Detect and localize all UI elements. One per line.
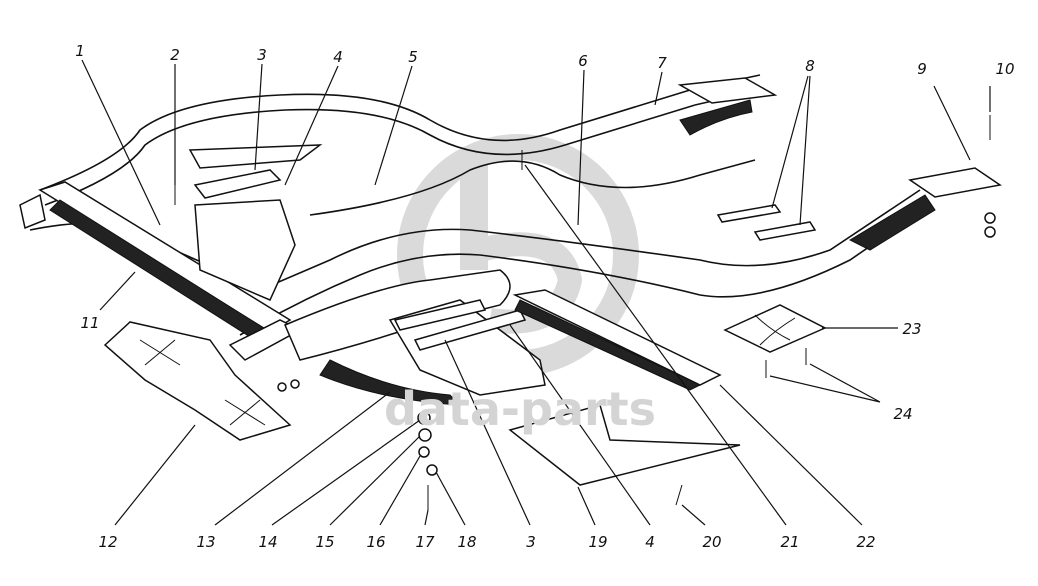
callout-24: 24 — [893, 405, 912, 423]
frame-assembly — [19, 74, 1002, 510]
leader-lines — [81, 59, 991, 526]
callout-12: 12 — [98, 533, 117, 551]
callout-5: 5 — [408, 48, 418, 66]
callout-2: 2 — [170, 46, 180, 64]
callout-14: 14 — [258, 533, 277, 551]
callout-9: 9 — [917, 60, 927, 78]
callout-11: 11 — [80, 314, 99, 332]
watermark-text: data-parts — [384, 382, 656, 436]
callout-4-lower: 4 — [645, 533, 655, 551]
callout-10: 10 — [995, 60, 1014, 78]
callout-3: 3 — [257, 46, 267, 64]
callout-4: 4 — [333, 48, 343, 66]
callout-8: 8 — [805, 57, 815, 75]
callout-6: 6 — [578, 52, 588, 70]
callout-17: 17 — [415, 533, 435, 551]
callout-23: 23 — [902, 320, 921, 338]
callout-15: 15 — [315, 533, 334, 551]
callout-1: 1 — [75, 42, 85, 60]
callout-labels: 1 2 3 4 5 6 7 8 9 10 11 12 13 14 15 16 1… — [75, 42, 1014, 551]
callout-22: 22 — [856, 533, 875, 551]
callout-13: 13 — [196, 533, 215, 551]
callout-19: 19 — [588, 533, 607, 551]
callout-18: 18 — [457, 533, 476, 551]
callout-21: 21 — [780, 533, 799, 551]
callout-20: 20 — [702, 533, 721, 551]
callout-7: 7 — [657, 54, 667, 72]
callout-3-lower: 3 — [526, 533, 536, 551]
callout-16: 16 — [366, 533, 385, 551]
